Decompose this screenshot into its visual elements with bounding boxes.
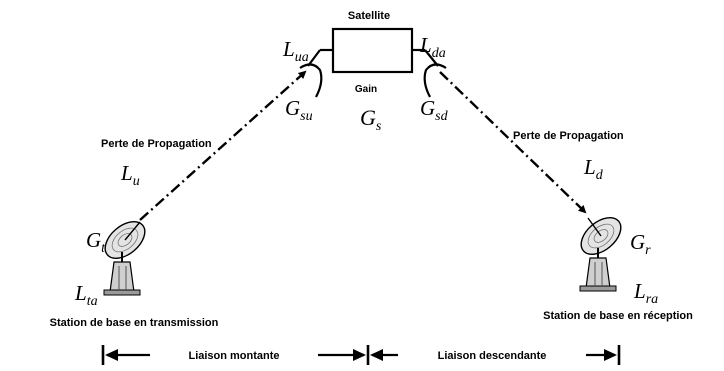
satellite: Satellite Gain Gs: [320, 10, 425, 134]
downlink-antenna-loss-symbol: Lda: [419, 33, 446, 61]
rx-station: Gr Lra Station de base en réception: [543, 217, 693, 322]
downlink-path-arrow: [439, 71, 587, 214]
uplink-antenna-loss-symbol: Lua: [282, 37, 309, 65]
downlink-span-label: Liaison descendante: [438, 350, 547, 362]
uplink-path-symbol: Lu: [120, 161, 140, 189]
rx-gain-symbol: Gr: [630, 230, 651, 258]
rx-dish-icon: [579, 217, 622, 292]
uplink-path-arrow: [139, 70, 307, 221]
rx-station-caption: Station de base en réception: [543, 310, 693, 322]
downlink-path-label: Perte de Propagation: [513, 130, 624, 142]
downlink-antenna-gain-symbol: Gsd: [420, 96, 449, 124]
tx-gain-symbol: Gt: [86, 228, 106, 256]
satellite-gain-label: Gain: [355, 84, 377, 95]
tx-station: Gt Lta Station de base en transmission: [50, 221, 219, 329]
downlink-antenna-dish: [423, 63, 447, 98]
uplink-path: Perte de Propagation Lu: [101, 70, 307, 221]
tx-loss-symbol: Lta: [74, 281, 98, 309]
satellite-uplink-antenna: Lua Gsu: [282, 37, 323, 124]
link-spans: Liaison montante Liaison descendante: [101, 345, 621, 365]
satellite-downlink-antenna: Lda Gsd: [419, 33, 449, 124]
rx-loss-symbol: Lra: [633, 279, 658, 307]
tx-station-caption: Station de base en transmission: [50, 317, 219, 329]
satellite-gain-symbol: Gs: [360, 105, 382, 134]
uplink-span-label: Liaison montante: [188, 350, 279, 362]
uplink-path-label: Perte de Propagation: [101, 138, 212, 150]
satellite-label: Satellite: [348, 10, 390, 22]
downlink-path: Perte de Propagation Ld: [439, 71, 624, 214]
uplink-antenna-dish: [299, 63, 323, 98]
downlink-path-symbol: Ld: [583, 155, 604, 183]
uplink-antenna-gain-symbol: Gsu: [285, 96, 313, 124]
tx-dish-icon: [103, 221, 146, 296]
satellite-box: [331, 27, 414, 74]
